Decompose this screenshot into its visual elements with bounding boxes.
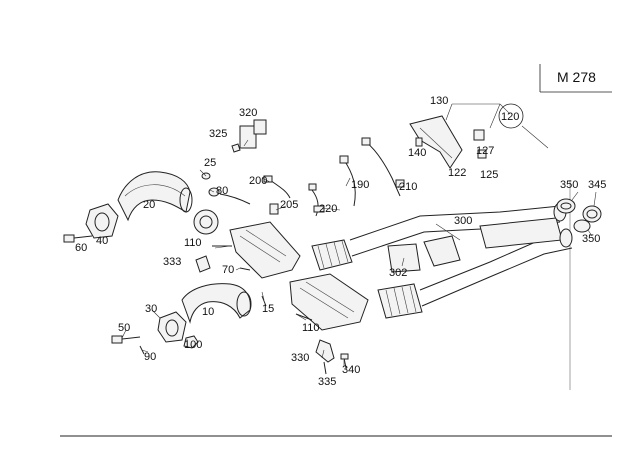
- callout-15: 15: [262, 303, 274, 315]
- callout-50: 50: [118, 322, 130, 334]
- callout-350-upper: 350: [560, 179, 578, 191]
- clamp-350-upper: [556, 198, 576, 214]
- flex-pipe-lower: [377, 283, 423, 319]
- bracket-group-120: [409, 115, 487, 169]
- clamp-345: [582, 205, 602, 223]
- module-320: [239, 119, 267, 149]
- nut-100: [183, 335, 199, 349]
- callout-325: 325: [209, 128, 227, 140]
- callout-127: 127: [476, 145, 494, 157]
- callout-100: 100: [184, 339, 202, 351]
- rear-exhaust-pipes: [349, 202, 573, 307]
- sensor-205: [269, 203, 279, 215]
- model-label: M 278: [557, 69, 596, 85]
- upper-catalytic-converter: [193, 209, 301, 279]
- callout-110-lower: 110: [302, 322, 320, 334]
- callout-300: 300: [454, 215, 472, 227]
- oxygen-sensor-200: [263, 175, 291, 199]
- callout-10: 10: [202, 306, 214, 318]
- callout-302: 302: [389, 267, 407, 279]
- gasket-right: [157, 311, 187, 343]
- clip-333: [195, 255, 211, 273]
- callout-340: 340: [342, 364, 360, 376]
- callout-130: 130: [430, 95, 448, 107]
- fastener-70: [239, 267, 251, 271]
- screw-325: [231, 143, 241, 153]
- bolt-50: [111, 335, 141, 344]
- callout-210: 210: [399, 181, 417, 193]
- callout-330: 330: [291, 352, 309, 364]
- flex-pipe-upper: [311, 239, 353, 271]
- callout-345: 345: [588, 179, 606, 191]
- oxygen-sensor-220: [308, 183, 325, 217]
- callout-205: 205: [280, 199, 298, 211]
- gasket-left: [85, 203, 119, 239]
- exhaust-manifold-left: [117, 171, 193, 222]
- callout-110-upper: 110: [184, 237, 202, 249]
- bolt-335: [323, 361, 327, 375]
- clamp-350-lower: [573, 219, 591, 233]
- callout-320: 320: [239, 107, 257, 119]
- bolt-340: [340, 353, 349, 369]
- callout-20: 20: [143, 199, 155, 211]
- callout-190: 190: [351, 179, 369, 191]
- callout-122: 122: [448, 167, 466, 179]
- callout-70: 70: [222, 264, 234, 276]
- bolt-60: [63, 234, 93, 243]
- lower-catalytic-converter: [289, 273, 369, 331]
- oxygen-sensor-190: [339, 155, 356, 207]
- exhaust-manifold-right: [181, 283, 252, 324]
- model-label-box: M 278: [539, 64, 612, 93]
- callout-30: 30: [145, 303, 157, 315]
- callout-60: 60: [75, 242, 87, 254]
- callout-333: 333: [163, 256, 181, 268]
- fastener-15: [261, 295, 267, 307]
- callout-120-circle: [498, 103, 524, 129]
- bracket-330: [315, 339, 335, 363]
- oxygen-sensor-210: [361, 137, 405, 197]
- callout-335: 335: [318, 376, 336, 388]
- fastener-110-lower: [295, 313, 313, 321]
- callout-40: 40: [96, 235, 108, 247]
- callout-200: 200: [249, 175, 267, 187]
- callout-80: 80: [216, 185, 228, 197]
- callout-220: 220: [319, 203, 337, 215]
- callout-125: 125: [480, 169, 498, 181]
- callout-350-lower: 350: [582, 233, 600, 245]
- leader-lines: [121, 139, 597, 366]
- callout-120: 120: [501, 111, 519, 123]
- callout-25: 25: [204, 157, 216, 169]
- callout-90: 90: [144, 351, 156, 363]
- callout-140: 140: [408, 147, 426, 159]
